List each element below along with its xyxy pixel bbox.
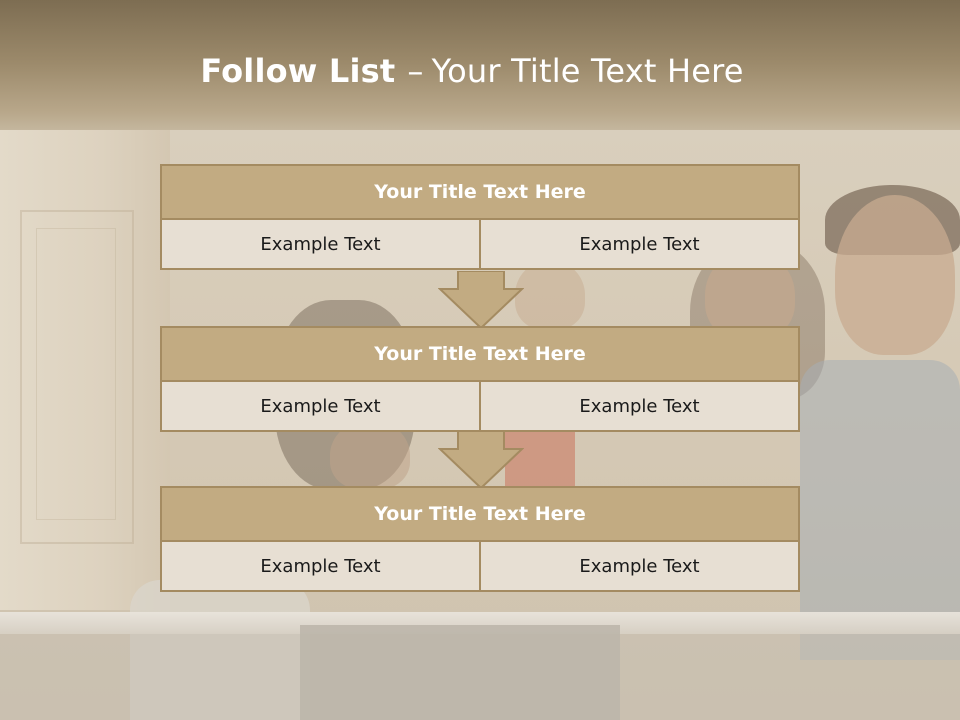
- block-cell-right: Example Text: [481, 220, 800, 270]
- slide-title: Follow List–Your Title Text Here: [0, 52, 944, 90]
- block-row: Example Text Example Text: [160, 542, 800, 592]
- block-row: Example Text Example Text: [160, 382, 800, 432]
- block-cell-right: Example Text: [481, 542, 800, 592]
- block-title: Your Title Text Here: [160, 326, 800, 382]
- person-body: [800, 360, 960, 660]
- background-door-panel: [36, 228, 116, 520]
- background-door: [20, 210, 134, 544]
- list-block-2: Your Title Text Here Example Text Exampl…: [160, 326, 800, 432]
- background-top-band: [0, 0, 960, 140]
- table-edge: [0, 612, 960, 634]
- person-shirt: [505, 430, 575, 490]
- slide-title-rest: Your Title Text Here: [431, 52, 744, 90]
- list-block-1: Your Title Text Here Example Text Exampl…: [160, 164, 800, 270]
- down-arrow-icon: [438, 431, 524, 489]
- block-title: Your Title Text Here: [160, 486, 800, 542]
- block-cell-left: Example Text: [160, 542, 481, 592]
- block-title: Your Title Text Here: [160, 164, 800, 220]
- block-cell-left: Example Text: [160, 382, 481, 432]
- block-cell-left: Example Text: [160, 220, 481, 270]
- background-wall: [0, 130, 170, 610]
- person-head: [515, 260, 585, 330]
- list-block-3: Your Title Text Here Example Text Exampl…: [160, 486, 800, 592]
- block-cell-right: Example Text: [481, 382, 800, 432]
- person-head: [835, 195, 955, 355]
- slide-title-dash: –: [407, 52, 424, 90]
- down-arrow-icon: [438, 271, 524, 329]
- slide-title-bold: Follow List: [200, 52, 396, 90]
- block-row: Example Text Example Text: [160, 220, 800, 270]
- laptop: [300, 625, 620, 720]
